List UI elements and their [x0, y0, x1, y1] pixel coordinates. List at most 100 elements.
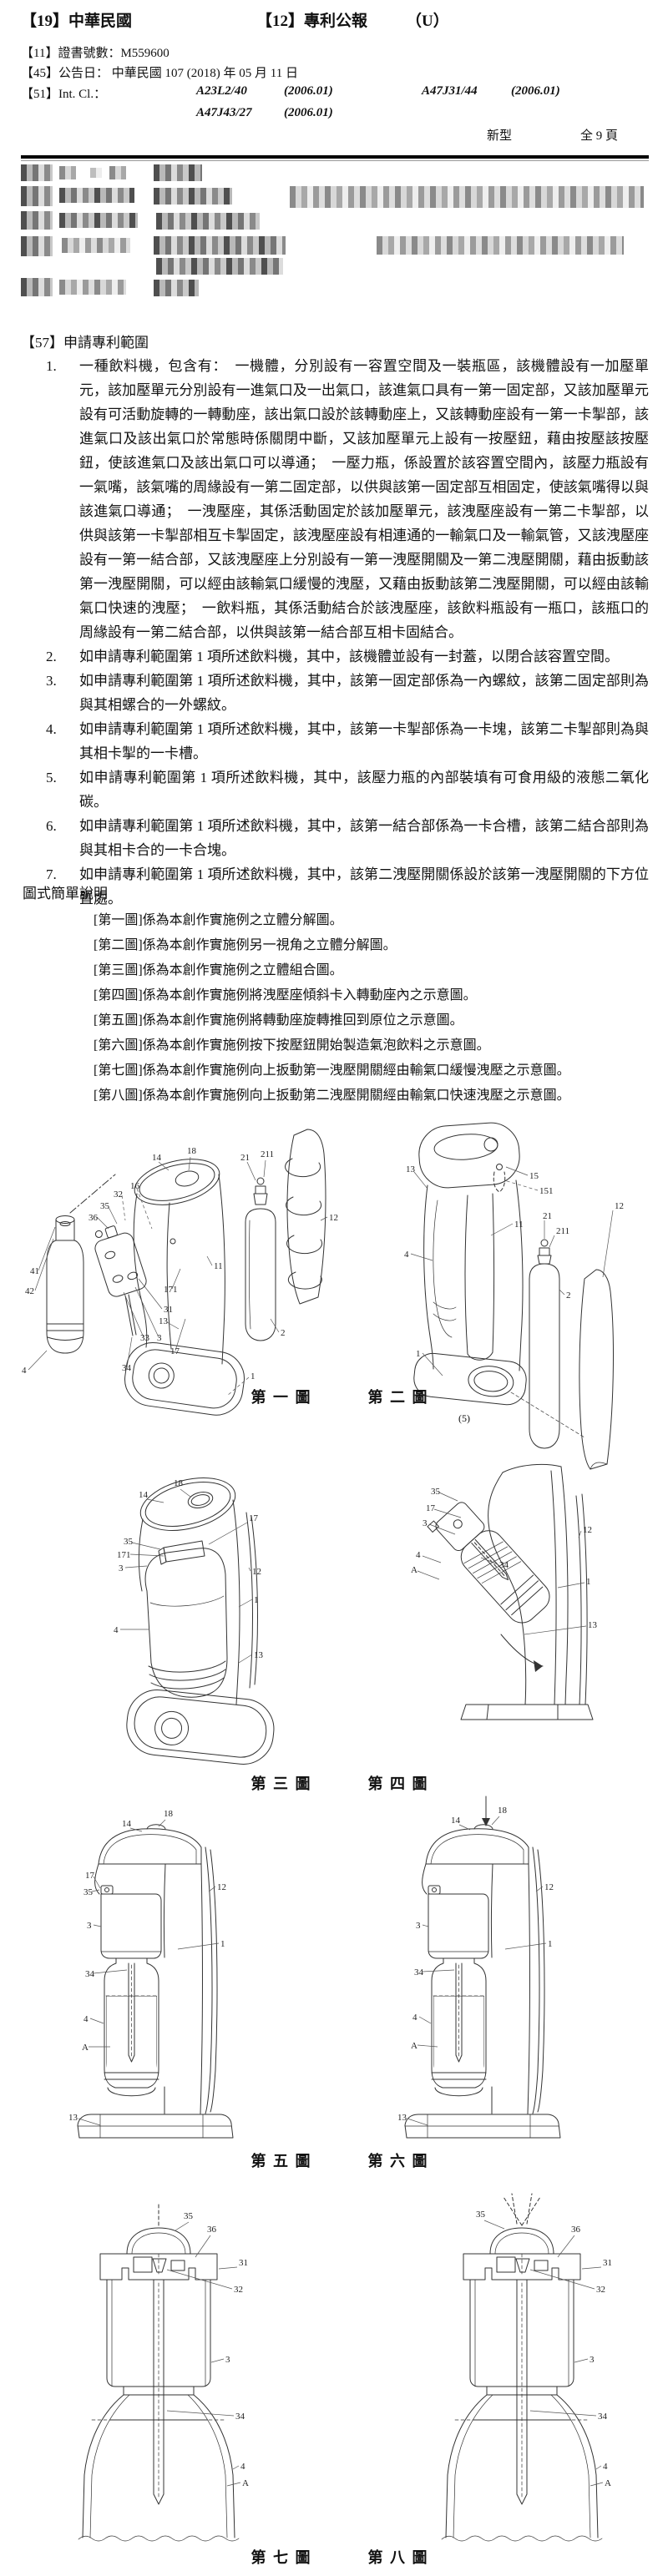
leader-line: [418, 2016, 432, 2024]
leader-line: [129, 1827, 143, 1832]
redacted-text-block: [154, 280, 199, 296]
figure-ref-numeral: 42: [25, 1286, 34, 1296]
figure-ref-numeral: 211: [556, 1226, 569, 1236]
figure-ref-numeral: 2: [281, 1328, 286, 1338]
figure-ref-numeral: 14: [122, 1819, 132, 1829]
leader-line: [226, 1376, 250, 1397]
fig1-exploded-view: [46, 1129, 326, 1416]
figure-ref-numeral: 1: [586, 1577, 591, 1587]
figure-ref-numeral: 12: [252, 1567, 261, 1577]
redacted-text-block: [90, 168, 102, 178]
figure-ref-numeral: 31: [164, 1305, 173, 1315]
figure-ref-numeral: 32: [234, 2285, 243, 2295]
figure-description-line: [第五圖]係為本創作實施例將轉動座旋轉推回到原位之示意圖。: [94, 1013, 463, 1028]
leader-line: [138, 1278, 163, 1310]
figure-ref-numeral: 33: [140, 1333, 150, 1343]
leader-line: [131, 1542, 161, 1550]
publication-date-row: 【45】公告日： 中華民國 107 (2018) 年 05 月 11 日: [21, 63, 298, 81]
leader-line: [93, 1969, 128, 1974]
claim-item: 4.如申請專利範圍第 1 項所述飲料機，其中，該第一卡掣部係為一卡塊，該第二卡掣…: [46, 721, 649, 761]
figure-ref-numeral: 31: [239, 2258, 248, 2268]
fig1-machine-body: [124, 1159, 245, 1416]
figure-ref-numeral: 151: [539, 1186, 554, 1196]
leader-line: [433, 1508, 462, 1518]
redacted-text-block: [59, 213, 138, 228]
figure-ref-numeral: 12: [544, 1882, 554, 1892]
leader-line: [171, 1268, 181, 1290]
fig1-rear-cover: [285, 1129, 326, 1305]
leader-line: [206, 1255, 213, 1266]
sheet-number: (5): [458, 1412, 470, 1424]
redacted-text-block: [156, 258, 283, 275]
header-divider-rule-thin: [21, 160, 649, 161]
figure-caption: 第 八 圖: [367, 2549, 429, 2566]
leader-line: [428, 1523, 456, 1535]
leader-line: [136, 1188, 153, 1230]
leader-line: [559, 1289, 565, 1296]
publication-date-label: 【45】公告日：: [21, 67, 109, 80]
figure-ref-numeral: 1: [548, 1939, 553, 1949]
figure-ref-numeral: 2: [566, 1291, 571, 1301]
leader-line: [226, 2482, 241, 2487]
leader-line: [238, 1599, 253, 1608]
leader-line: [458, 1824, 471, 1831]
publication-date-value: 中華民國 107 (2018) 年 05 月 11 日: [111, 67, 298, 80]
leader-line: [413, 1171, 428, 1190]
leader-line: [270, 1318, 280, 1333]
figure-ref-numeral: 41: [30, 1266, 39, 1276]
leader-line: [422, 1352, 443, 1376]
leader-line: [129, 1553, 164, 1557]
leader-line: [490, 1223, 514, 1236]
leader-line: [177, 1942, 220, 1950]
figure-ref-numeral: 11: [514, 1220, 524, 1230]
figure-ref-numeral: 17: [426, 1503, 436, 1513]
figure-ref-numeral: 14: [152, 1153, 162, 1163]
leader-line: [524, 1625, 587, 1635]
leader-line: [505, 1166, 529, 1176]
fig8-release-seat-section: [441, 2227, 603, 2542]
figure-ref-numeral: 3: [87, 1921, 92, 1931]
figure-caption: 第 三 圖: [250, 1775, 312, 1792]
figure-ref-numeral: 32: [596, 2285, 605, 2295]
figure-description-line: [第一圖]係為本創作實施例之立體分解圖。: [94, 913, 343, 927]
figure-ref-numeral: 12: [615, 1201, 624, 1211]
figure-ref-numeral: 171: [117, 1550, 131, 1560]
leader-line: [96, 1216, 109, 1230]
leader-line: [407, 2118, 428, 2126]
redacted-text-block: [154, 164, 202, 181]
figure-ref-numeral: 17: [170, 1346, 180, 1356]
leader-line: [124, 1565, 148, 1568]
figure-ref-numeral: 36: [89, 1213, 99, 1223]
figure-description-line: [第三圖]係為本創作實施例之立體組合圖。: [94, 963, 343, 977]
figure-ref-numeral: 36: [207, 2225, 217, 2235]
figure-ref-numeral: 17: [249, 1513, 259, 1523]
leader-line: [180, 1488, 191, 1498]
leader-line: [438, 1492, 458, 1502]
leader-line: [320, 1216, 328, 1221]
figure-ref-numeral: 18: [164, 1809, 174, 1819]
leader-line: [89, 2018, 104, 2024]
leader-line: [417, 2044, 438, 2048]
figure-ref-numeral: 3: [157, 1333, 162, 1343]
leader-line: [491, 1816, 500, 1826]
claims-heading: 【57】申請專利範圍: [21, 335, 149, 351]
figure-ref-numeral: 4: [114, 1625, 119, 1635]
figure-ref-numeral: 3: [423, 1518, 428, 1528]
fig2-rear-cover: [579, 1269, 614, 1470]
redacted-text-block: [154, 236, 286, 255]
leader-line: [422, 1924, 429, 1927]
document-type: 新型: [487, 129, 513, 143]
redacted-text-block: [156, 213, 260, 230]
leader-line: [166, 2269, 233, 2290]
figure-ref-numeral: 13: [254, 1650, 264, 1660]
figure-ref-numeral: 14: [139, 1490, 149, 1500]
leader-line: [123, 1291, 144, 1338]
figure-ref-numeral: 34: [598, 2412, 608, 2422]
redacted-field-tag: [21, 236, 53, 256]
leader-line: [417, 1570, 440, 1580]
leader-line: [483, 2220, 505, 2230]
leader-line: [28, 1350, 48, 1371]
